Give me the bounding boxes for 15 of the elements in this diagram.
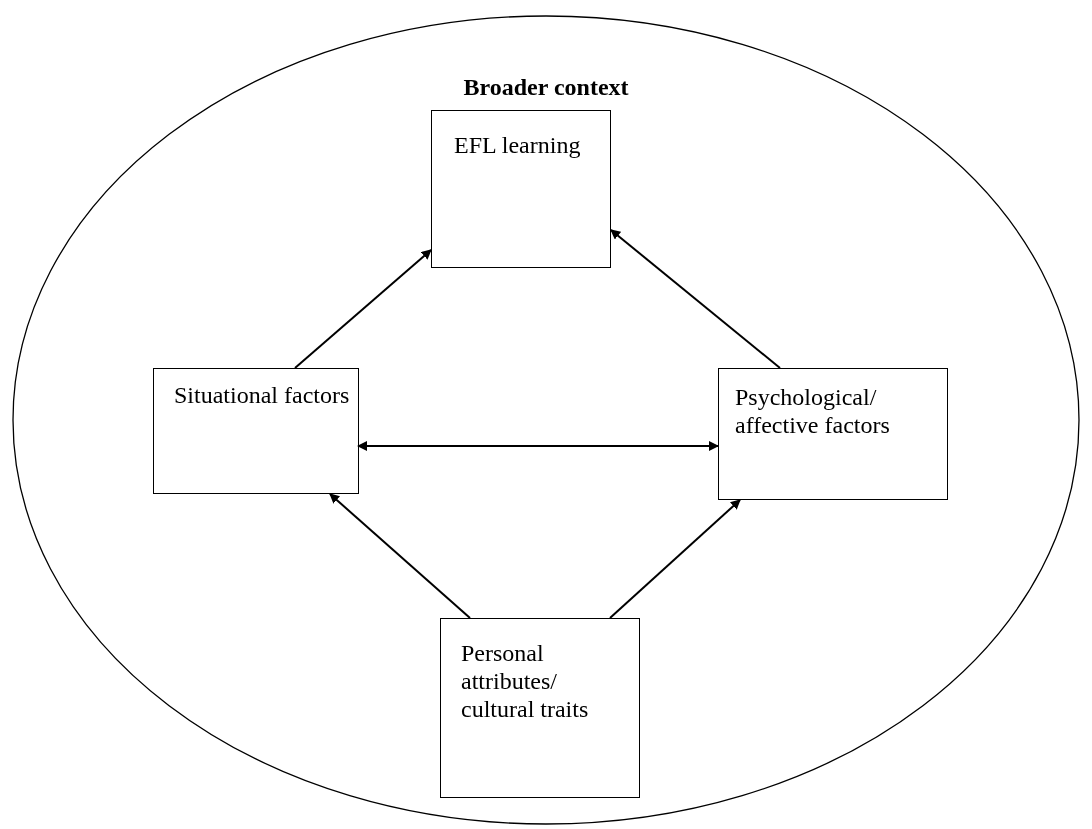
factor-box <box>431 110 611 268</box>
arrow <box>610 229 781 369</box>
box-label: Psychological/ affective factors <box>735 383 891 439</box>
factor-box <box>718 368 948 500</box>
factor-box <box>153 368 359 494</box>
context-ellipse <box>12 15 1080 825</box>
arrow <box>294 249 432 369</box>
context-heading: Broader context <box>462 73 630 101</box>
arrow <box>329 493 471 619</box>
arrow <box>609 499 741 619</box>
factor-box <box>440 618 640 798</box>
arrow <box>357 441 719 451</box>
box-label: Situational factors <box>174 381 351 409</box>
box-label: EFL learning <box>454 131 582 159</box>
box-label: Personal attributes/ cultural traits <box>461 639 590 723</box>
